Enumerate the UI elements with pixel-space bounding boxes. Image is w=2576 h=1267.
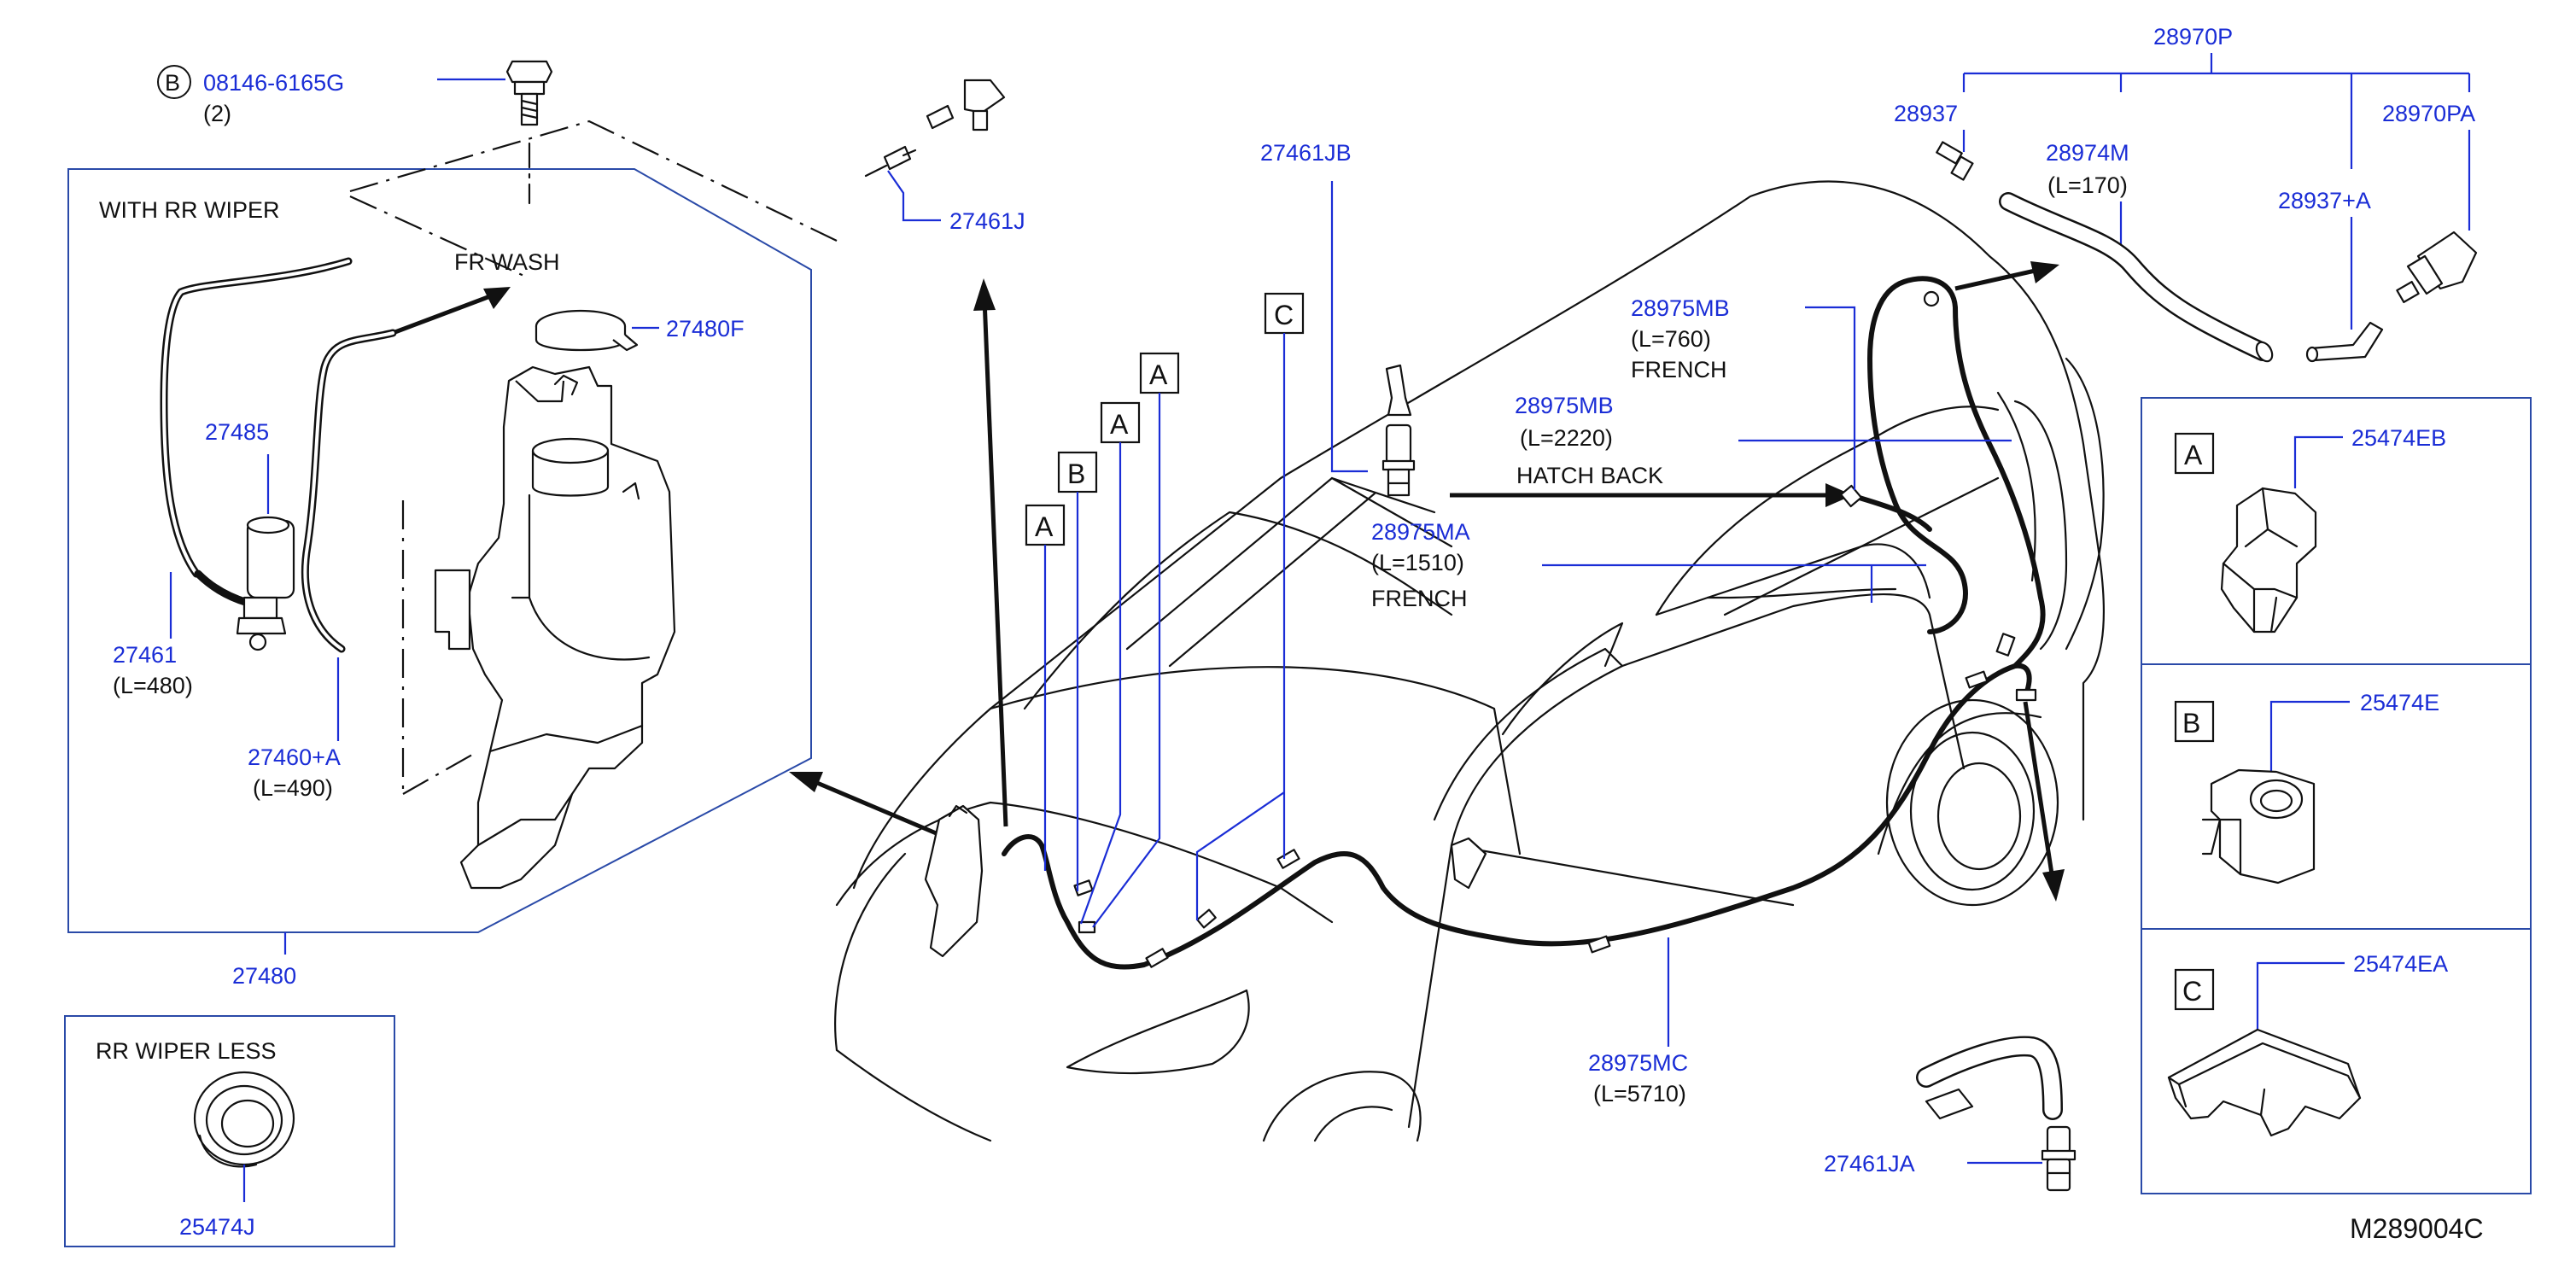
rear-nozzle-group: 28970P 28937 28974M (L=170) 28937+A 2897… [1894,24,2478,363]
callout-b-letter: B [165,70,180,96]
hose-mb-upper-length: (L=760) [1631,326,1711,352]
clip-marker-2: B [1067,458,1085,489]
clip-legend: A 25474EB B 25474E C [2141,397,2532,1194]
grommet-part-number: 25474J [179,1214,255,1240]
hose-mb-lower-part-number: 28975MB [1515,393,1614,418]
rr-wiper-less-title: RR WIPER LESS [96,1038,277,1064]
check-valve-icon [1936,141,1974,181]
rear-hose-part-number: 28974M [2046,140,2129,166]
clip-marker-5: C [1274,300,1294,330]
grommet-icon [193,1071,295,1168]
pump-part-number: 27485 [205,419,269,445]
tank-group-border [67,168,812,933]
pointer-arrows [789,261,2065,902]
clip-marker-4: A [1149,359,1168,390]
rear-hose-icon [1999,192,2274,363]
hose-mb-lower-note: HATCH BACK [1516,463,1663,488]
elbow-icon [2305,321,2384,363]
clip-c-icon [2167,1028,2362,1137]
bolt-icon [505,60,553,126]
valve2-part-number: 28937+A [2278,188,2371,213]
bolt-part-number: 08146-6165G [203,70,344,96]
clip-b-icon [2201,768,2316,885]
clip-legend-row-a: A 25474EB [2174,425,2446,634]
clip-legend-row-c: C 25474EA [2167,951,2448,1137]
rear-kit-part-number: 28970P [2153,24,2233,50]
front-nozzle-icon [864,79,1006,178]
hose-ma-note: FRENCH [1371,586,1468,611]
hose-ma-length: (L=1510) [1371,550,1464,575]
rear-nozzle-part-number: 28970PA [2382,101,2475,126]
hose-front-part-number: 27460+A [248,744,341,770]
clip-legend-a-letter: A [2184,440,2203,470]
joint-front-group: 27461JB [1260,140,1416,497]
clip-legend-c-part-number: 25474EA [2353,951,2448,977]
joint-front-part-number: 27461JB [1260,140,1352,166]
callout-b-circle [157,65,191,99]
clip-a-icon [2220,487,2317,634]
rr-wiper-less-border [64,1015,395,1247]
rear-joint-hose-icon [1916,1036,2063,1120]
hose-mb-upper-note: FRENCH [1631,357,1727,382]
tank-cap-icon [534,309,639,352]
fr-wash-label: FR WASH [454,249,560,275]
rear-joint-group: 27461JA [1824,1036,2077,1192]
hose-rear-length: (L=480) [113,673,193,698]
rr-wiper-less-group: RR WIPER LESS 25474J [64,1015,395,1247]
rear-hose-length: (L=170) [2047,172,2128,198]
vehicle-outline [834,180,2105,1142]
front-nozzle-group: 27461J [864,79,1025,234]
tank-group: B 08146-6165G (2) WITH RR WIPER FR WASH [67,60,838,989]
rear-joint-part-number: 27461JA [1824,1151,1915,1176]
pump-motor-icon [236,516,295,651]
hose-mc-length: (L=5710) [1593,1081,1686,1106]
washer-hoses [160,257,397,653]
clip-markers: A B A A C [1025,292,1305,928]
with-rr-wiper-label: WITH RR WIPER [99,197,279,223]
clip-legend-b-part-number: 25474E [2360,690,2439,715]
bolt-quantity: (2) [203,101,231,126]
check-valve-part-number: 28937 [1894,101,1958,126]
washer-hose-run [924,276,2046,970]
hose-mb-lower-length: (L=2220) [1520,425,1613,451]
rear-nozzle-icon [2396,231,2478,304]
clip-legend-border [2141,397,2532,1194]
washer-tank-icon [434,365,676,890]
clip-legend-c-letter: C [2182,976,2202,1007]
joint-front-icon [1381,364,1416,497]
hose-labels: 28975MB (L=760) FRENCH 28975MB (L=2220) … [1371,295,2012,1106]
hose-rear-part-number: 27461 [113,642,177,668]
hose-front-length: (L=490) [253,775,333,801]
hose-ma-part-number: 28975MA [1371,519,1470,545]
tank-assembly-part-number: 27480 [232,963,296,989]
front-nozzle-part-number: 27461J [949,208,1025,234]
hose-mc-part-number: 28975MC [1588,1050,1688,1076]
diagram-code: M289004C [2350,1213,2484,1244]
clip-legend-b-letter: B [2182,708,2200,739]
rear-joint-icon [2041,1125,2077,1192]
hose-mb-upper-part-number: 28975MB [1631,295,1730,321]
cap-part-number: 27480F [666,316,745,342]
clip-legend-row-b: B 25474E [2174,690,2439,885]
clip-marker-1: A [1035,511,1054,542]
clip-legend-a-part-number: 25474EB [2351,425,2446,451]
clip-marker-3: A [1110,409,1129,440]
fr-wash-arrow-icon [392,287,511,336]
